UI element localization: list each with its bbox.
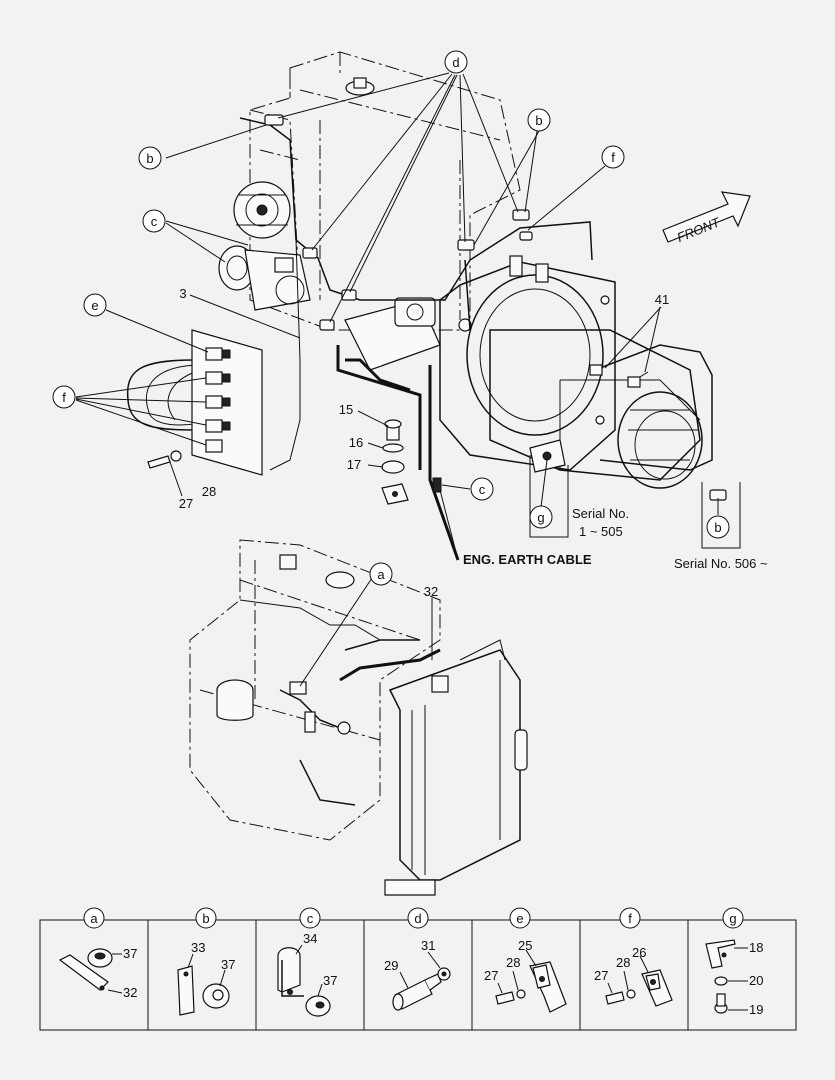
svg-text:27: 27: [594, 968, 608, 983]
detail-b: b 33 37: [177, 907, 235, 1016]
detail-d: d 29 31: [384, 907, 451, 1011]
callout-b-top-left: b: [138, 146, 162, 170]
svg-text:b: b: [714, 520, 721, 535]
svg-text:c: c: [151, 214, 158, 229]
svg-text:29: 29: [384, 958, 398, 973]
svg-text:f: f: [611, 150, 615, 165]
callout-f-left: f: [52, 385, 76, 409]
svg-text:27: 27: [484, 968, 498, 983]
svg-text:17: 17: [347, 457, 361, 472]
callout-f-top: f: [601, 145, 625, 169]
svg-text:d: d: [414, 911, 421, 926]
svg-text:18: 18: [749, 940, 763, 955]
svg-text:34: 34: [303, 931, 317, 946]
svg-text:c: c: [307, 911, 314, 926]
svg-text:a: a: [90, 911, 98, 926]
callout-b-serial: b: [706, 515, 730, 539]
serial-label-1: Serial No.: [572, 506, 629, 521]
detail-table: a 37 32 b 33 37 c: [39, 907, 797, 1031]
svg-text:f: f: [628, 911, 632, 926]
callout-17: 17: [347, 457, 361, 472]
callout-3: 3: [179, 286, 186, 301]
callout-16: 16: [349, 435, 363, 450]
svg-text:37: 37: [323, 973, 337, 988]
callout-15: 15: [339, 402, 353, 417]
callout-41: 41: [655, 292, 669, 307]
detail-f: f 26 27 28: [594, 907, 673, 1007]
detail-e: e 25 27 28: [484, 907, 567, 1013]
svg-text:32: 32: [424, 584, 438, 599]
svg-text:41: 41: [655, 292, 669, 307]
upper-engine-assembly: [126, 51, 751, 561]
serial-label-2: Serial No. 506 ~: [674, 556, 768, 571]
svg-text:16: 16: [349, 435, 363, 450]
svg-text:33: 33: [191, 940, 205, 955]
svg-text:28: 28: [202, 484, 216, 499]
svg-text:f: f: [62, 390, 66, 405]
serial-range-1: 1 ~ 505: [579, 524, 623, 539]
callout-32: 32: [424, 584, 438, 599]
callout-28: 28: [202, 484, 216, 499]
lower-engine-assembly: [189, 539, 528, 896]
svg-text:e: e: [516, 911, 523, 926]
svg-text:d: d: [452, 55, 459, 70]
callout-27: 27: [179, 496, 193, 511]
callout-b-top-right: b: [527, 108, 551, 132]
svg-text:b: b: [202, 911, 209, 926]
svg-text:g: g: [537, 510, 544, 525]
earth-cable-label: ENG. EARTH CABLE: [463, 552, 592, 567]
svg-text:28: 28: [616, 955, 630, 970]
svg-text:g: g: [729, 911, 736, 926]
svg-text:20: 20: [749, 973, 763, 988]
svg-text:32: 32: [123, 985, 137, 1000]
callout-c-bottom: c: [470, 477, 494, 501]
svg-text:26: 26: [632, 945, 646, 960]
svg-text:b: b: [146, 151, 153, 166]
leader-lines: [75, 72, 719, 687]
callout-g: g: [529, 505, 553, 529]
svg-text:e: e: [91, 298, 98, 313]
svg-text:3: 3: [179, 286, 186, 301]
svg-text:31: 31: [421, 938, 435, 953]
detail-a: a 37 32: [58, 907, 137, 1000]
callout-e-left: e: [83, 293, 107, 317]
callouts: d b b f c 3 e f 41 15 16 17 c 27 28 g b …: [52, 50, 730, 599]
svg-text:a: a: [377, 567, 385, 582]
callout-c-left: c: [142, 209, 166, 233]
detail-g: g 18 20 19: [705, 907, 763, 1017]
callout-a-lower: a: [369, 562, 393, 586]
svg-text:28: 28: [506, 955, 520, 970]
svg-text:19: 19: [749, 1002, 763, 1017]
svg-text:b: b: [535, 113, 542, 128]
svg-text:25: 25: [518, 938, 532, 953]
svg-text:37: 37: [123, 946, 137, 961]
svg-text:37: 37: [221, 957, 235, 972]
svg-text:27: 27: [179, 496, 193, 511]
detail-c: c 34 37: [277, 907, 337, 1017]
svg-text:c: c: [479, 482, 486, 497]
svg-text:15: 15: [339, 402, 353, 417]
callout-d: d: [444, 50, 468, 74]
clip-markers: [264, 114, 727, 501]
